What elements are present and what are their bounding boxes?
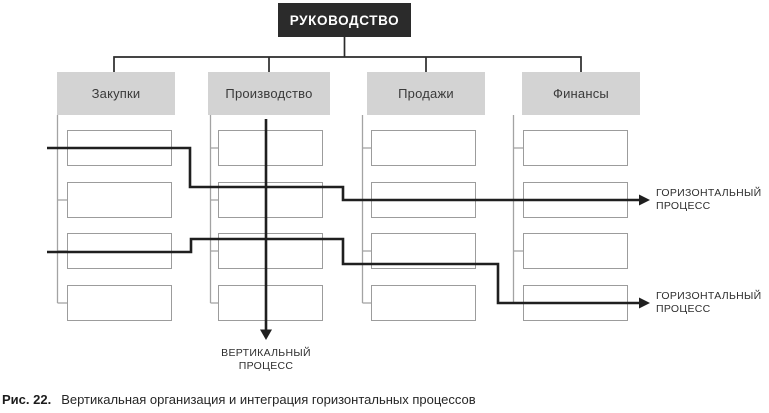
department-label: Закупки <box>91 86 141 101</box>
vertical-process-label-line1: ВЕРТИКАЛЬНЫЙ <box>221 347 311 359</box>
figure-caption-text: Вертикальная организация и интеграция го… <box>61 392 476 407</box>
vertical-process-label: ВЕРТИКАЛЬНЫЙ ПРОЦЕСС <box>206 347 326 373</box>
horizontal-process-label-line1: ГОРИЗОНТАЛЬНЫЙ <box>656 290 762 302</box>
horizontal-process-label-line2: ПРОЦЕСС <box>656 303 711 315</box>
management-connector-lines <box>113 37 582 72</box>
unit-box <box>371 130 476 166</box>
column-spines <box>56 115 523 304</box>
unit-box <box>523 130 628 166</box>
department-label: Продажи <box>398 86 454 101</box>
unit-box <box>218 130 323 166</box>
horizontal-process-arrowhead-1 <box>639 194 650 206</box>
process-lines <box>47 119 640 331</box>
unit-box <box>67 182 172 218</box>
unit-box <box>523 233 628 269</box>
horizontal-process-arrowhead-2 <box>639 297 650 309</box>
process-arrowheads <box>260 194 650 340</box>
unit-box <box>67 285 172 321</box>
vertical-process-arrowhead <box>260 329 272 340</box>
department-box-procurement: Закупки <box>57 72 175 115</box>
horizontal-process-label-line1: ГОРИЗОНТАЛЬНЫЙ <box>656 187 762 199</box>
department-box-finance: Финансы <box>522 72 640 115</box>
department-box-sales: Продажи <box>367 72 485 115</box>
horizontal-process-line-1 <box>47 146 640 202</box>
department-box-production: Производство <box>208 72 330 115</box>
management-box: РУКОВОДСТВО <box>278 3 411 37</box>
department-label: Финансы <box>553 86 609 101</box>
horizontal-process-label-2: ГОРИЗОНТАЛЬНЫЙ ПРОЦЕСС <box>656 290 762 316</box>
vertical-process-label-line2: ПРОЦЕСС <box>238 360 294 372</box>
horizontal-process-label-line2: ПРОЦЕСС <box>656 200 711 212</box>
management-label: РУКОВОДСТВО <box>289 12 400 28</box>
department-connector-line <box>113 56 582 72</box>
unit-box <box>371 285 476 321</box>
department-label: Производство <box>225 86 313 101</box>
figure-number: Рис. 22. <box>2 392 52 407</box>
horizontal-process-label-1: ГОРИЗОНТАЛЬНЫЙ ПРОЦЕСС <box>656 187 762 213</box>
figure-caption: Рис. 22. Вертикальная организация и интег… <box>2 392 476 407</box>
horizontal-process-line-2 <box>47 237 640 305</box>
unit-box <box>218 285 323 321</box>
